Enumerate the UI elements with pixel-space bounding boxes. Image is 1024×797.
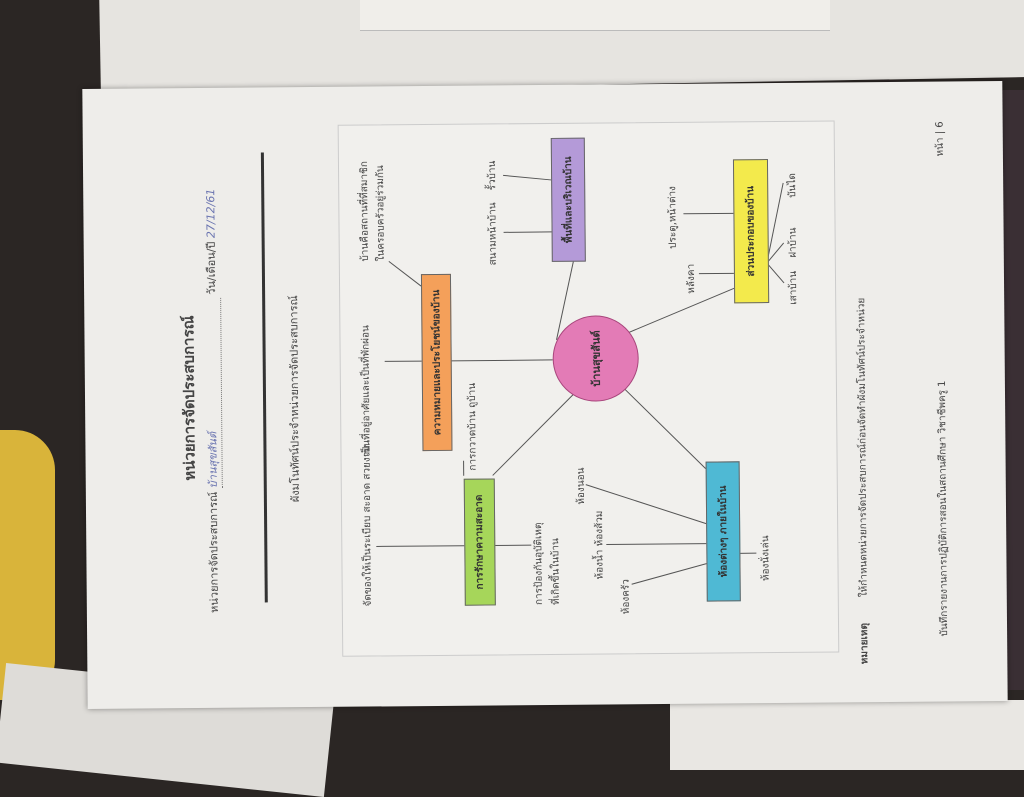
leaf-text: บันได: [785, 173, 800, 198]
page-number: หน้า | 6: [933, 121, 948, 156]
leaf-text: ห้องครัว: [619, 579, 634, 614]
branch-rooms: ห้องต่างๆ ภายในบ้าน: [706, 461, 741, 601]
yellow-object: [0, 430, 55, 700]
leaf-text: ห้องนั่งเล่น: [758, 535, 773, 581]
branch-meaning: ความหมายและประโยชน์ของบ้าน: [421, 274, 453, 451]
leaf-text: บ้านคือสถานที่ที่สมาชิก: [357, 161, 373, 262]
leaf-text: ประตู,หน้าต่าง: [665, 186, 681, 249]
leaf-text: ห้องนอน: [574, 467, 589, 504]
leaf-text: ห้องน้ำ ห้องส้วม: [592, 511, 608, 580]
connector-line: [625, 389, 706, 470]
leaf-text: หลังคา: [684, 264, 699, 294]
leaf-text: การกวาดบ้าน ถูบ้าน: [465, 383, 481, 471]
background-paper-inner: [360, 0, 830, 31]
connector-line: [492, 393, 576, 476]
leaf-text: จัดของให้เป็นระเบียบ สะอาด สวยงาม: [359, 445, 375, 607]
connector-line: [767, 263, 784, 283]
connector-line: [376, 546, 464, 547]
connector-line: [766, 183, 784, 263]
leaf-text: ในครอบครัวอยู่ร่วมกัน: [373, 165, 389, 261]
branch-cleaning: การรักษาความสะอาด: [464, 478, 496, 605]
report-text: บันทึกรายงานการปฏิบัติการสอนในสถานศึกษา …: [935, 380, 952, 636]
connector-line: [631, 564, 706, 585]
branch-area: พื้นที่และบริเวณบ้าน: [551, 138, 586, 262]
connector-line: [450, 360, 553, 361]
connector-line: [389, 261, 421, 286]
leaf-text: ที่เกิดขึ้นในบ้าน: [548, 538, 564, 605]
document-page: หน่วยการจัดประสบการณ์ หน่วยการจัดประสบกา…: [82, 81, 1007, 709]
connector-line: [503, 175, 551, 180]
leaf-text: การป้องกันอุบัติเหตุ: [531, 522, 547, 605]
note-label: หมายเหตุ: [857, 623, 872, 664]
connector-line: [606, 544, 706, 545]
leaf-text: เสาบ้าน: [786, 271, 801, 305]
leaf-text: เป็นที่อยู่อาศัยและเป็นที่พักผ่อน: [358, 325, 374, 457]
leaf-text: สนามหน้าบ้าน: [485, 202, 501, 265]
branch-parts: ส่วนประกอบของบ้าน: [733, 159, 769, 303]
connector-line: [624, 288, 734, 334]
note-text: ให้กำหนดหน่วยการจัดประสบการณ์ก่อนจัดทำผั…: [854, 298, 872, 598]
background-surface: [670, 700, 1024, 770]
leaf-text: รั้วบ้าน: [485, 161, 500, 191]
center-node: บ้านสุขสันต์: [552, 315, 639, 402]
leaf-text: ฝาบ้าน: [786, 227, 801, 257]
